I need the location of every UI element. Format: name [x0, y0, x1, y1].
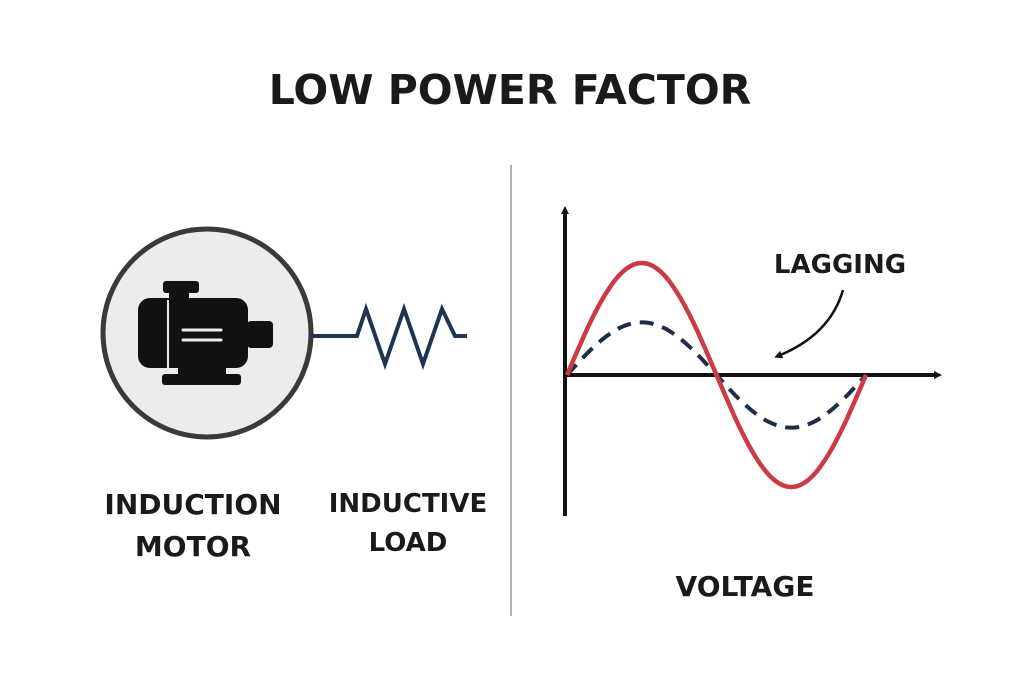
load-label-line2: LOAD — [369, 528, 448, 558]
load-label-line1: INDUCTIVE — [329, 489, 488, 519]
voltage-axis-label: VOLTAGE — [676, 570, 815, 603]
electric-motor-icon — [100, 226, 314, 440]
motor-label-line2: MOTOR — [135, 530, 251, 563]
motor-label-line1: INDUCTION — [104, 488, 281, 521]
lagging-annotation: LAGGING — [774, 250, 906, 280]
lagging-arrow-icon — [774, 289, 845, 359]
page-title: LOW POWER FACTOR — [269, 66, 752, 114]
voltage-wave-solid — [564, 260, 869, 490]
resistor-zigzag-icon — [311, 302, 467, 371]
